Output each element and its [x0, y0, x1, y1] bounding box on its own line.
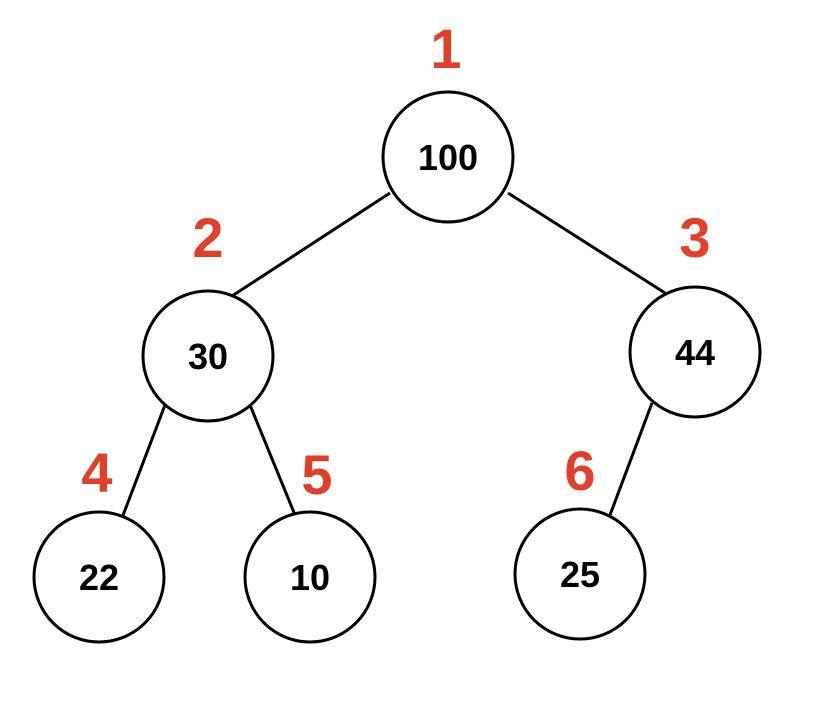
node-circle	[32, 510, 166, 644]
node-index-label: 4	[81, 441, 112, 504]
node-value: 22	[79, 557, 119, 598]
edge-2-5	[248, 404, 297, 516]
node-circle	[243, 510, 377, 644]
index-labels: 1 2 3 4 5 6	[81, 17, 710, 506]
tree-node: 44	[628, 285, 762, 419]
tree-node: 25	[513, 507, 647, 641]
node-value: 100	[418, 137, 478, 178]
edge-1-2	[231, 191, 391, 298]
node-circle	[628, 285, 762, 419]
node-value: 44	[675, 332, 715, 373]
node-index-label: 6	[564, 439, 595, 502]
node-index-label: 1	[430, 17, 461, 80]
node-index-label: 3	[679, 206, 710, 269]
edge-1-3	[507, 191, 666, 295]
node-circle	[141, 289, 275, 423]
edges	[120, 191, 666, 519]
node-value: 25	[560, 554, 600, 595]
node-index-label: 5	[301, 443, 332, 506]
node-circle	[513, 507, 647, 641]
edge-2-4	[120, 404, 167, 519]
edge-3-6	[608, 402, 654, 516]
node-circle	[381, 90, 515, 224]
tree-node: 100	[381, 90, 515, 224]
node-value: 30	[188, 336, 228, 377]
tree-node: 10	[243, 510, 377, 644]
tree-node: 22	[32, 510, 166, 644]
node-index-label: 2	[192, 206, 223, 269]
node-value: 10	[290, 557, 330, 598]
tree-node: 30	[141, 289, 275, 423]
